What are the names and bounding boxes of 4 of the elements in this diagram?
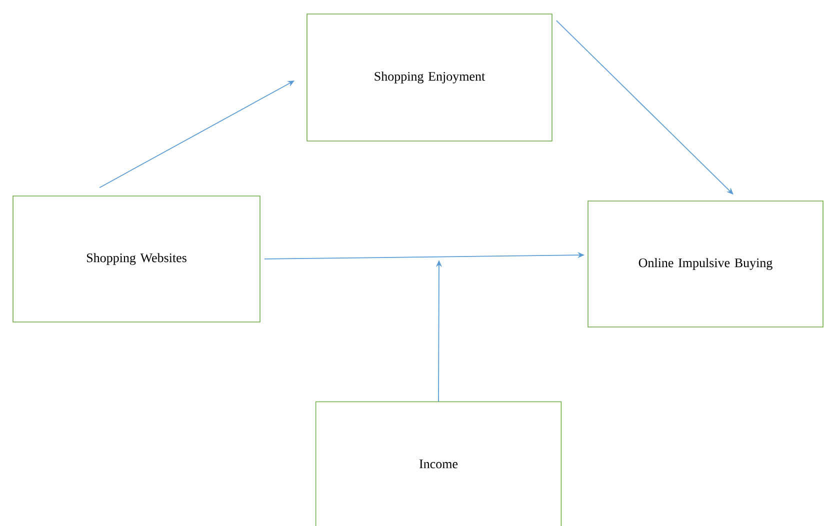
process-box: Shopping Enjoyment [306, 14, 552, 142]
process-box: Shopping Websites [12, 196, 260, 322]
process-box: Income [315, 401, 562, 526]
process-box: Online Impulsive Buying [588, 200, 824, 328]
